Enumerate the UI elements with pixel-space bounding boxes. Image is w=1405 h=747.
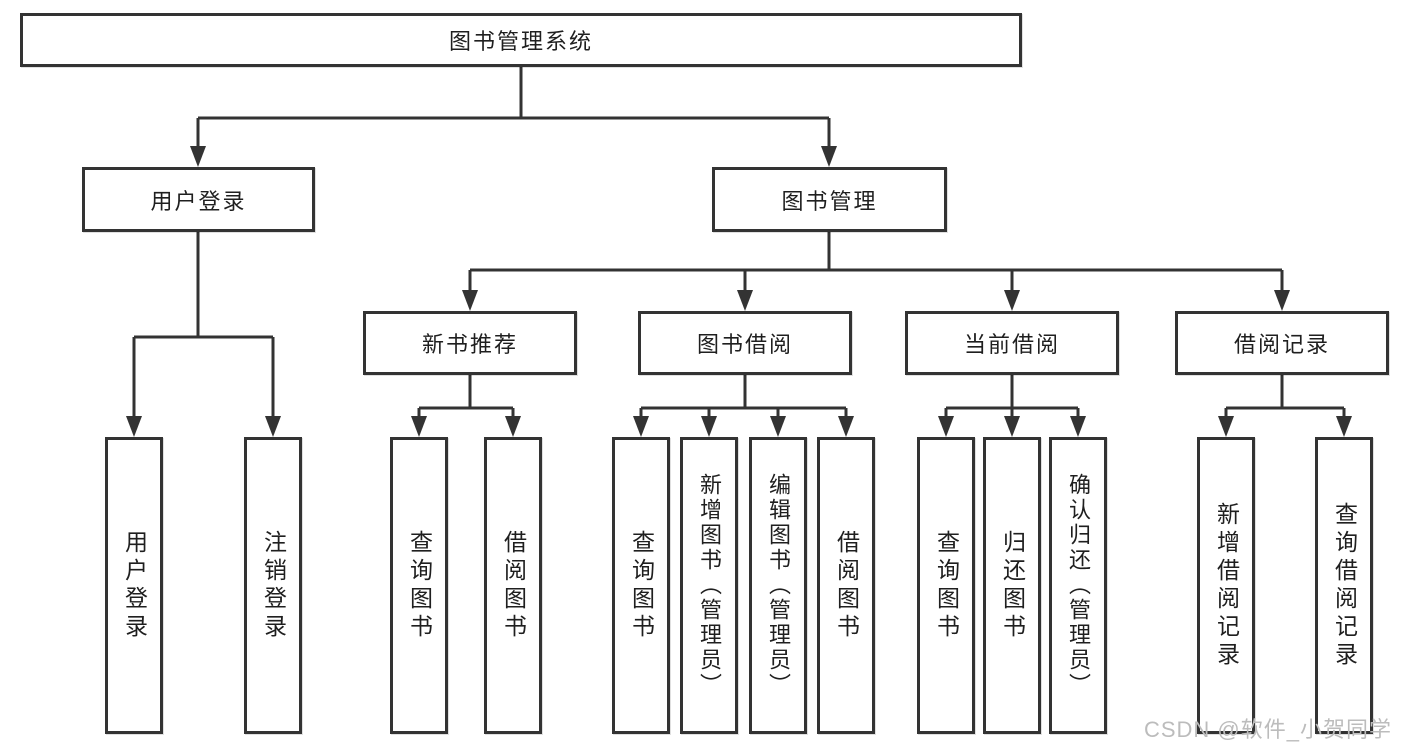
arrow-down-icon	[462, 290, 478, 311]
leaf-label: 借阅图书	[500, 529, 527, 642]
arrow-down-icon	[770, 416, 786, 437]
arrow-down-icon	[1004, 416, 1020, 437]
connector-current-borrow-branch	[938, 375, 1086, 437]
arrow-down-icon	[1004, 290, 1020, 311]
connector-user-login-branch	[126, 232, 281, 437]
leaf-confirm-return-admin: 确认归还（管理员）	[1049, 437, 1107, 734]
node-user-login: 用户登录	[82, 167, 315, 232]
leaf-label: 新增借阅记录	[1213, 501, 1240, 670]
arrow-down-icon	[1218, 416, 1234, 437]
leaf-label: 编辑图书（管理员）	[766, 473, 791, 698]
connector-book-borrow-branch	[633, 375, 854, 437]
leaf-label: 查询图书	[628, 529, 655, 642]
arrow-down-icon	[938, 416, 954, 437]
leaf-label: 查询图书	[406, 529, 433, 642]
node-label: 新书推荐	[421, 332, 518, 357]
arrow-down-icon	[190, 146, 206, 167]
csdn-watermark: CSDN @软件_小贺同学	[1143, 717, 1392, 742]
arrow-down-icon	[633, 416, 649, 437]
arrow-down-icon	[411, 416, 427, 437]
node-label: 用户登录	[150, 188, 247, 214]
arrow-down-icon	[265, 416, 281, 437]
leaf-return-books: 归还图书	[983, 437, 1041, 734]
arrow-down-icon	[1336, 416, 1352, 437]
leaf-add-borrow-record: 新增借阅记录	[1197, 437, 1255, 734]
connector-new-book-branch	[411, 375, 521, 437]
arrow-down-icon	[838, 416, 854, 437]
node-label: 当前借阅	[963, 332, 1060, 357]
leaf-label: 借阅图书	[833, 529, 860, 642]
arrow-down-icon	[1070, 416, 1086, 437]
arrow-down-icon	[737, 290, 753, 311]
connector-root-to-level2	[190, 67, 837, 167]
node-new-book-recommend: 新书推荐	[363, 311, 577, 375]
leaf-label: 注销登录	[260, 529, 287, 642]
node-label: 图书管理系统	[448, 29, 593, 54]
leaf-edit-books-admin: 编辑图书（管理员）	[749, 437, 807, 734]
arrow-down-icon	[1274, 290, 1290, 311]
leaf-label: 归还图书	[999, 529, 1026, 642]
leaf-query-books-newrec: 查询图书	[390, 437, 448, 734]
node-label: 借阅记录	[1233, 332, 1330, 357]
leaf-query-books-borrowing: 查询图书	[612, 437, 670, 734]
node-borrowing-records: 借阅记录	[1175, 311, 1389, 375]
node-library-management-system: 图书管理系统	[20, 13, 1022, 67]
node-current-borrowing: 当前借阅	[905, 311, 1119, 375]
leaf-label: 新增图书（管理员）	[697, 473, 722, 698]
leaf-label: 查询借阅记录	[1331, 501, 1358, 670]
node-label: 图书借阅	[696, 332, 793, 357]
leaf-add-books-admin: 新增图书（管理员）	[680, 437, 738, 734]
connector-book-mgmt-branch	[462, 232, 1290, 311]
leaf-borrow-books-newrec: 借阅图书	[484, 437, 542, 734]
leaf-label: 查询图书	[933, 529, 960, 642]
leaf-query-borrow-record: 查询借阅记录	[1315, 437, 1373, 734]
node-label: 图书管理	[781, 188, 878, 214]
leaf-label: 确认归还（管理员）	[1066, 473, 1091, 698]
node-book-borrowing: 图书借阅	[638, 311, 852, 375]
arrow-down-icon	[821, 146, 837, 167]
arrow-down-icon	[505, 416, 521, 437]
leaf-user-login: 用户登录	[105, 437, 163, 734]
leaf-borrow-books-borrowing: 借阅图书	[817, 437, 875, 734]
node-book-management: 图书管理	[712, 167, 947, 232]
arrow-down-icon	[126, 416, 142, 437]
connector-borrow-record-branch	[1218, 375, 1352, 437]
arrow-down-icon	[701, 416, 717, 437]
leaf-query-books-current: 查询图书	[917, 437, 975, 734]
leaf-label: 用户登录	[121, 529, 148, 642]
leaf-logout: 注销登录	[244, 437, 302, 734]
